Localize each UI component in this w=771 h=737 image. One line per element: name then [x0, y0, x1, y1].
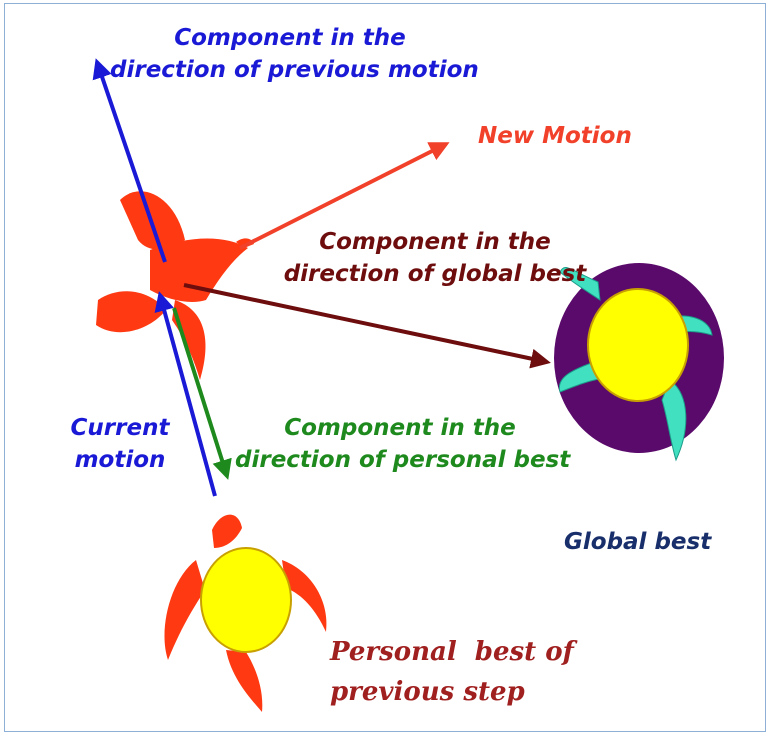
label-previous-motion: Component in the direction of previous m…: [110, 22, 470, 86]
label-global-component: Component in the direction of global bes…: [280, 226, 590, 290]
label-personal-best: Personal best of previous step: [330, 632, 574, 712]
global-best-marker: [554, 263, 724, 460]
label-personal-component: Component in the direction of personal b…: [235, 412, 565, 476]
label-current-motion: Current motion: [60, 412, 180, 476]
label-global-best: Global best: [564, 526, 711, 558]
arrow-previous-motion: [97, 62, 165, 262]
label-new-motion: New Motion: [478, 120, 632, 152]
personal-best-marker: [164, 515, 326, 712]
arrow-global-component: [184, 285, 547, 362]
